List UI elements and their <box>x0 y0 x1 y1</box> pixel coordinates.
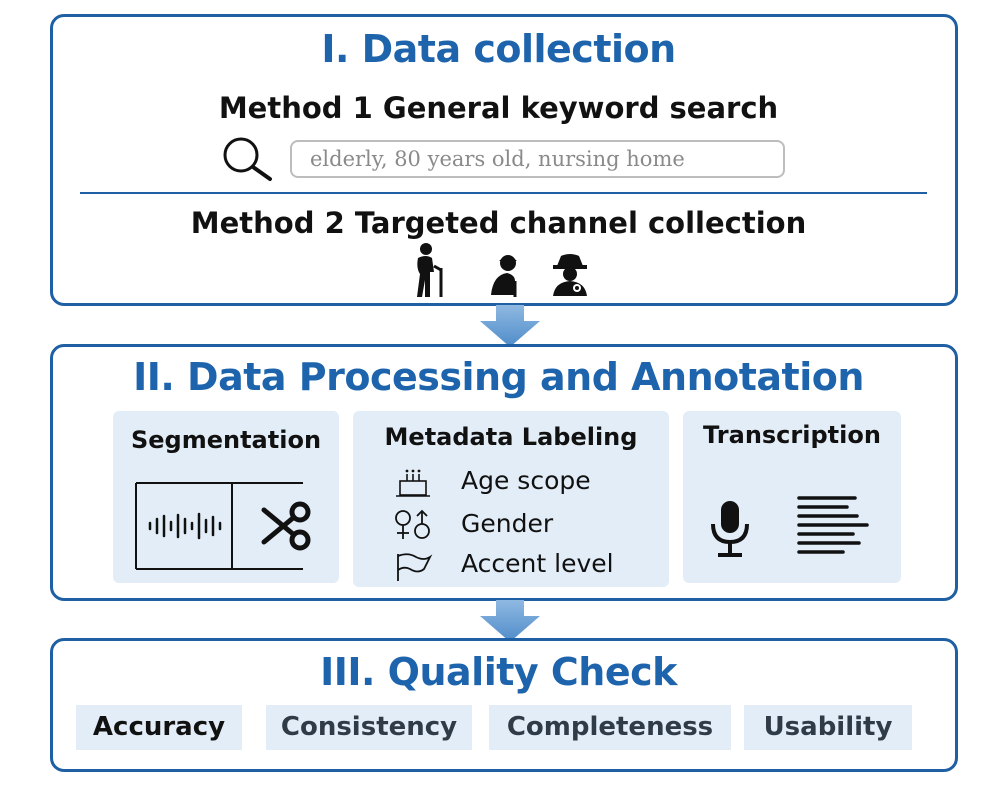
metadata-item-accent: Accent level <box>461 549 614 578</box>
waveform-icon <box>135 482 303 570</box>
elderly-person-icon <box>491 255 517 297</box>
microphone-icon <box>711 501 749 557</box>
quality-check-title: III. Quality Check <box>320 650 677 694</box>
search-input[interactable]: elderly, 80 years old, nursing home <box>290 140 785 178</box>
chip-consistency: Consistency <box>266 705 472 750</box>
chip-usability: Usability <box>744 705 912 750</box>
gender-icon <box>395 509 430 539</box>
chip-completeness: Completeness <box>489 705 731 750</box>
search-icon <box>223 137 272 181</box>
segmentation-box: Segmentation <box>113 411 339 583</box>
metadata-item-gender: Gender <box>461 509 554 538</box>
metadata-title: Metadata Labeling <box>384 423 638 451</box>
cake-icon <box>396 469 430 497</box>
scissors-icon <box>261 501 311 551</box>
transcription-title: Transcription <box>703 421 881 449</box>
text-lines-icon <box>797 496 869 554</box>
method-divider <box>80 192 927 194</box>
metadata-item-age: Age scope <box>461 466 591 495</box>
arrow-down-icon <box>480 600 540 642</box>
method2-title: Method 2 Targeted channel collection <box>190 206 807 240</box>
elderly-cane-icon <box>417 243 443 297</box>
chip-accuracy: Accuracy <box>76 705 242 750</box>
method1-title: Method 1 General keyword search <box>218 91 779 125</box>
data-processing-title: II. Data Processing and Annotation <box>133 355 864 399</box>
data-collection-title: I. Data collection <box>321 27 676 71</box>
arrow-down-icon <box>480 305 540 347</box>
flag-icon <box>397 553 433 581</box>
segmentation-title: Segmentation <box>130 426 322 454</box>
elderly-spy-icon <box>553 254 587 296</box>
metadata-box: Metadata Labeling Age scope Gender Accen… <box>353 411 669 587</box>
